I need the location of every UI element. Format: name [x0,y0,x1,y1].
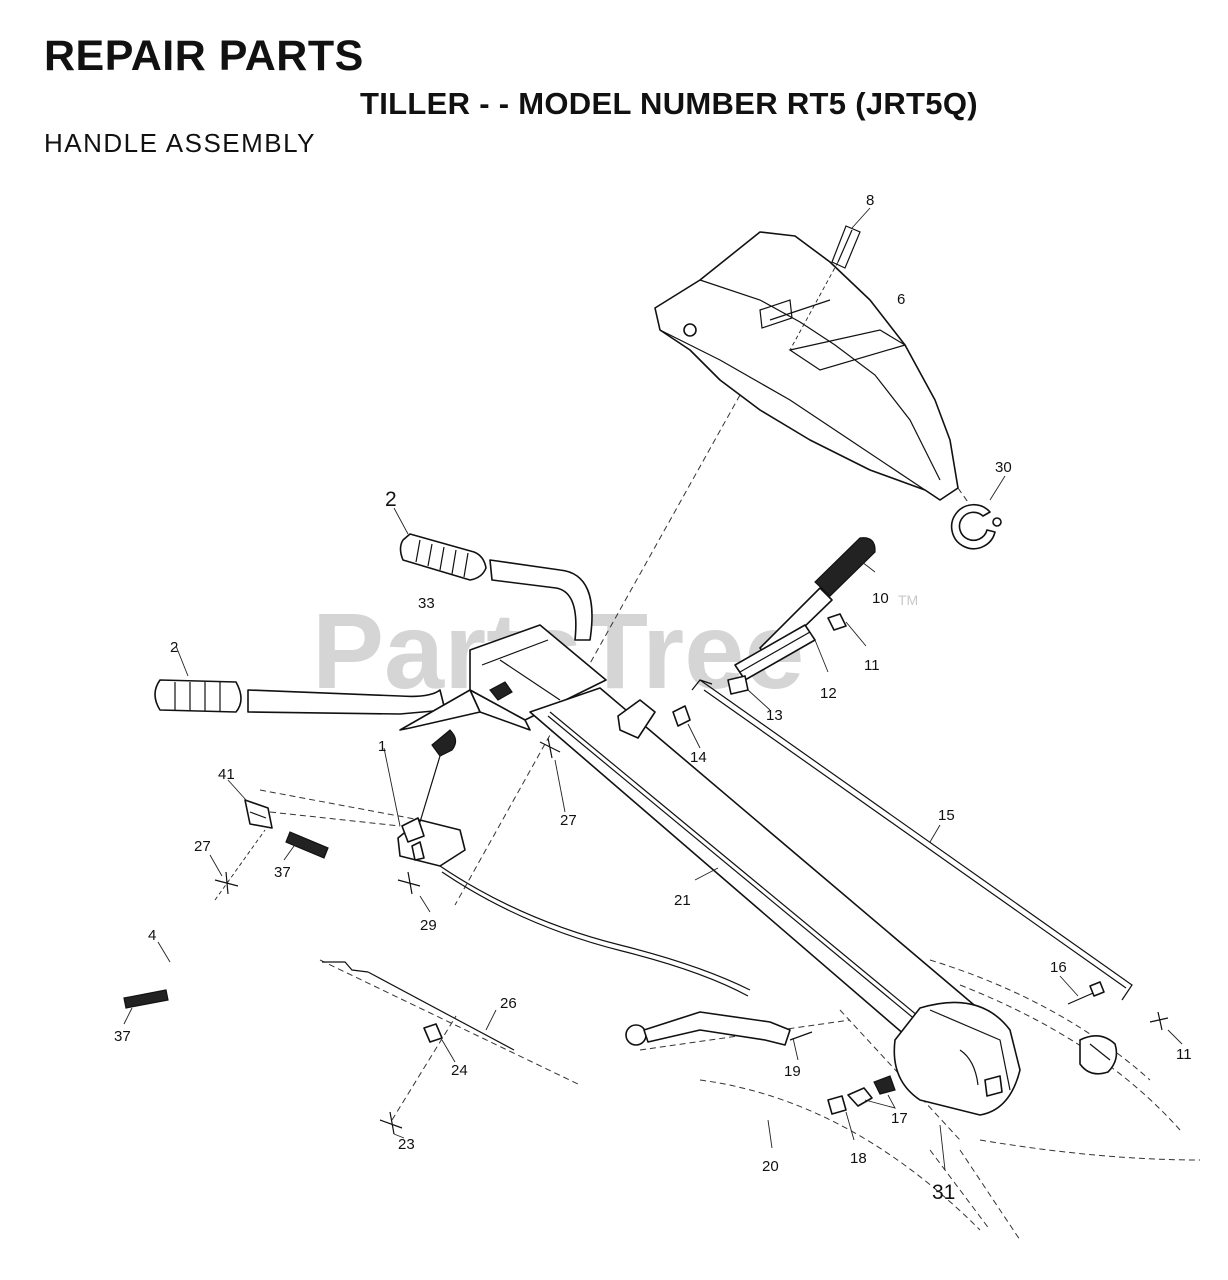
part-30-ring [950,475,1006,550]
callout-30: 30 [995,459,1012,476]
part-14-spacer [617,699,701,749]
callout-41: 41 [218,766,235,783]
callout-33: 33 [418,595,435,612]
part-18-nut [827,1095,855,1141]
part-11-upper-nut [827,613,867,647]
callout-27-upper: 27 [560,812,577,829]
part-27-lower-screw [209,829,266,901]
part-2-lower-grip [154,645,446,715]
part-27-upper-screw [539,737,566,813]
callout-27-lower: 27 [194,838,211,855]
model-title: TILLER - - MODEL NUMBER RT5 (JRT5Q) [360,86,978,121]
part-8-bolt [789,207,871,351]
callout-19: 19 [784,1063,801,1080]
part-11-lower-nut [1079,1011,1183,1075]
callout-10: 10 [872,590,889,607]
callout-16: 16 [1050,959,1067,976]
part-13-bolt [747,689,771,711]
part-37-lower-pin [123,989,169,1025]
part-37-upper-pin [283,831,329,861]
callout-37-upper: 37 [274,864,291,881]
callout-37-lower: 37 [114,1028,131,1045]
part-4-marker [157,941,171,963]
part-6-shield [654,231,959,501]
part-29-screw [397,871,431,913]
callout-18: 18 [850,1150,867,1167]
callout-26: 26 [500,995,517,1012]
handle-bracket [399,624,607,731]
callout-21: 21 [674,892,691,909]
callout-8: 8 [866,192,874,209]
callout-15: 15 [938,807,955,824]
callout-23: 23 [398,1136,415,1153]
part-16-bolt [1059,975,1105,1005]
callout-2-lower: 2 [170,639,178,656]
page-title: REPAIR PARTS [44,32,364,80]
callout-labels: 8 6 30 2 10 33 2 11 12 13 14 1 41 27 27 … [114,192,1192,1204]
callout-12: 12 [820,685,837,702]
part-21-handle-tube [529,687,981,1049]
callout-11-lower: 11 [1176,1046,1192,1063]
callout-14: 14 [690,749,707,766]
callout-17: 17 [891,1110,908,1127]
part-1-bracket [383,729,466,867]
callout-6: 6 [897,291,905,308]
callout-20: 20 [762,1158,779,1175]
callout-13: 13 [766,707,783,724]
part-2-upper-grip [393,507,593,641]
clutch-cable [439,865,751,997]
part-41-clip [227,779,401,829]
part-26-rod [322,961,515,1051]
watermark-tm: TM [898,592,918,608]
callout-11-upper: 11 [864,657,880,674]
part-23-screw [379,1015,457,1139]
part-20-shift-lever [625,1011,791,1149]
reference-lines [259,394,1201,1241]
callout-29: 29 [420,917,437,934]
part-24-fitting [423,1023,456,1063]
part-19-washer [789,1031,813,1061]
callout-31: 31 [932,1181,955,1204]
callout-2-upper: 2 [385,488,397,511]
callout-24: 24 [451,1062,468,1079]
callout-1: 1 [378,738,386,755]
part-31-mount [893,1001,1021,1171]
part-17-bushings [847,1075,896,1109]
section-title: HANDLE ASSEMBLY [44,128,317,158]
part-12-lever-bracket [727,624,829,695]
callout-4: 4 [148,927,156,944]
part-15-rod [691,679,1133,1001]
